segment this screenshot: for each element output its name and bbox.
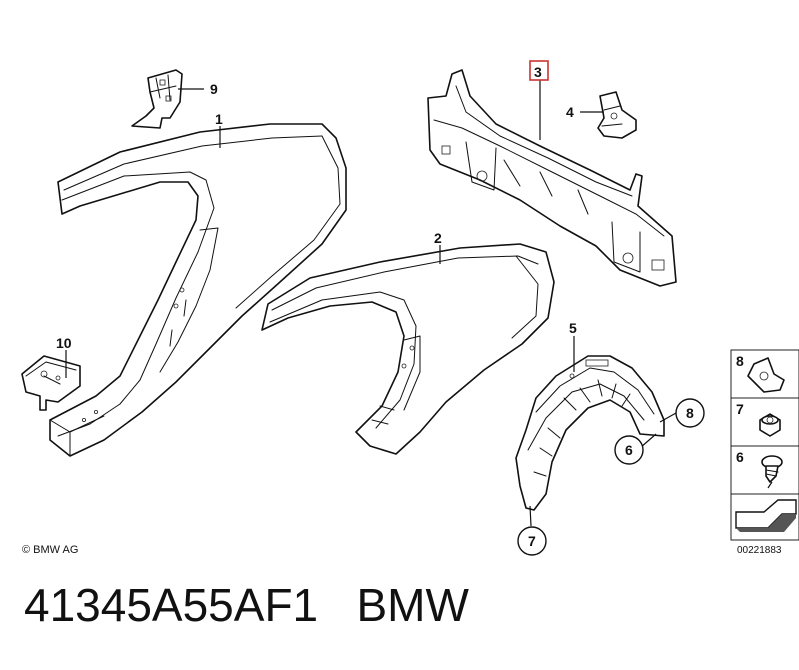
part-5-wheel-arch-liner <box>515 355 665 511</box>
parts-legend: 8 7 6 00221883 <box>730 349 799 556</box>
highlight-box-3 <box>529 60 549 81</box>
callout-5: 5 <box>569 320 577 336</box>
callout-7-circle: 7 <box>528 533 536 549</box>
callout-labels: 9 1 2 3 4 5 10 <box>56 60 577 351</box>
callout-1: 1 <box>215 111 223 127</box>
part-9-bracket <box>131 69 183 129</box>
corner-arrow-icon <box>735 499 797 532</box>
document-number: 00221883 <box>737 545 782 556</box>
circled-callouts: 8 6 7 <box>517 398 705 556</box>
part-10-bracket <box>21 355 81 411</box>
legend-label-6: 6 <box>736 449 744 465</box>
part-number-caption: 41345A55AF1 BMW <box>24 579 469 631</box>
callout-2: 2 <box>434 230 442 246</box>
callout-8-circle: 8 <box>686 405 694 421</box>
screw-icon <box>761 455 783 489</box>
part-1-side-panel <box>49 123 347 457</box>
legend-label-7: 7 <box>736 401 744 417</box>
hex-nut-icon <box>759 413 781 437</box>
callout-3: 3 <box>534 64 542 80</box>
callout-10: 10 <box>56 335 72 351</box>
u-nut-icon <box>747 357 785 393</box>
callout-9: 9 <box>210 81 218 97</box>
copyright-text: © BMW AG <box>22 544 78 556</box>
part-3-rear-panel <box>427 69 677 287</box>
leader-lines <box>65 80 677 527</box>
callout-6-circle: 6 <box>625 442 633 458</box>
part-2-side-panel <box>261 243 555 455</box>
legend-label-8: 8 <box>736 353 744 369</box>
part-4-clip <box>597 91 637 139</box>
callout-4: 4 <box>566 104 574 120</box>
